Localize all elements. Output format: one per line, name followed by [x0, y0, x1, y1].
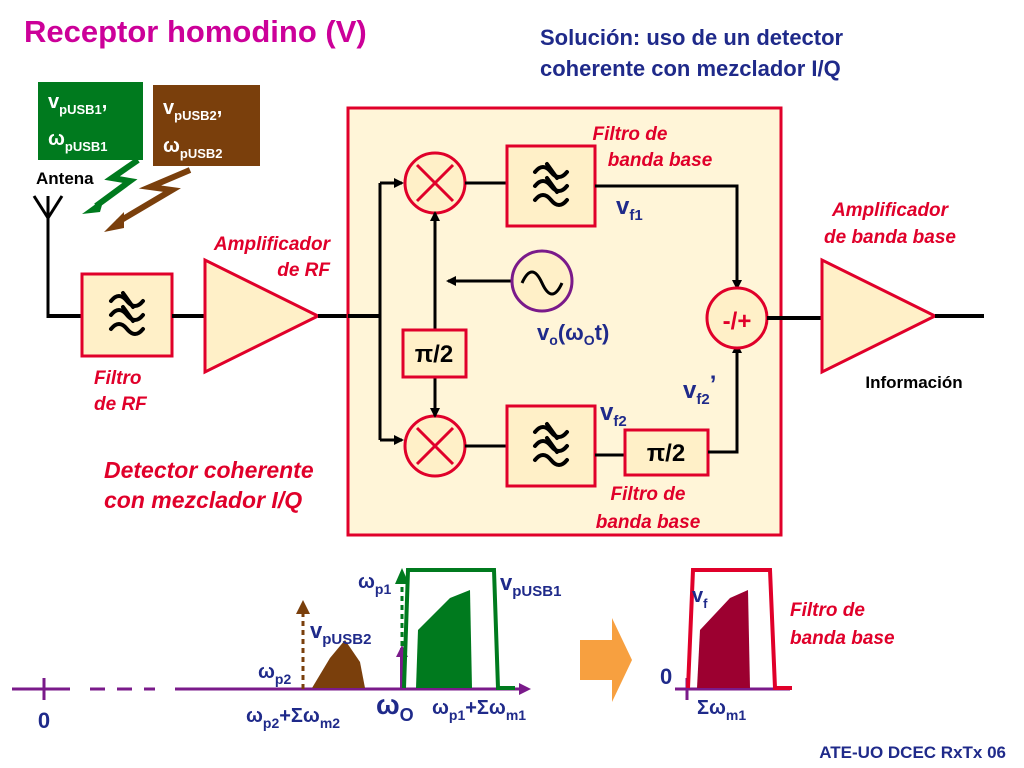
baseband-filter-top	[505, 144, 597, 228]
spectrum-bb-filter-label-1: Filtro de	[790, 600, 865, 621]
detector-label-1: Detector coherente	[104, 457, 314, 483]
signal-box-pusb2: vpUSB2, ωpUSB2	[153, 85, 260, 166]
wp1-sum-label: ωp1+Σωm1	[432, 697, 526, 723]
spectrum-left: 0 vpUSB2 ωp2 ωp2+Σωm2 ωO ωp1 vpUSB1 ωp1+…	[12, 568, 561, 733]
bb-amplifier-label-2: de banda base	[824, 227, 956, 248]
antena-label: Antena	[36, 169, 94, 188]
spectrum-band-pusb2	[312, 640, 365, 688]
wp2-sum-label: ωp2+Σωm2	[246, 705, 340, 731]
bb-filter-top-label-2: banda base	[608, 150, 713, 171]
wp1-label: ωp1	[358, 571, 391, 597]
antenna-icon	[32, 195, 64, 318]
phase-shift-label-right: π/2	[647, 440, 685, 467]
solution-line-2: coherente con mezclador I/Q	[540, 56, 841, 81]
bb-amplifier-label-1: Amplificador	[831, 200, 950, 221]
baseband-filter-bottom	[505, 404, 597, 488]
informacion-label: Información	[865, 373, 962, 392]
zero-left-label: 0	[38, 708, 50, 733]
svg-text:vpUSB2,: vpUSB2,	[163, 97, 222, 123]
rf-amplifier-label-2: de RF	[277, 260, 331, 281]
transform-arrow-icon	[580, 618, 632, 702]
rf-filter-label-1: Filtro	[94, 368, 142, 389]
phase-shift-block-left	[401, 328, 468, 379]
rf-filter-block	[80, 272, 174, 358]
detector-label-2: con mezclador I/Q	[104, 487, 302, 513]
spectrum-band-pusb1	[416, 590, 472, 688]
lightning-icon-brown	[104, 167, 192, 232]
baseband-amplifier-triangle	[820, 257, 939, 375]
spectrum-right: 0 vf Σωm1 Filtro de banda base	[660, 568, 895, 723]
mixer-icon-bottom	[403, 414, 467, 478]
spectrum-band-vf	[697, 590, 750, 688]
signal-box-pusb1: vpUSB1, ωpUSB1	[38, 82, 143, 160]
phase-shift-label-left: π/2	[415, 341, 453, 368]
zero-right-label: 0	[660, 664, 672, 689]
vpusb2-label: vpUSB2	[310, 618, 371, 648]
bb-filter-bottom-label-2: banda base	[596, 512, 701, 533]
summer-label: -/+	[723, 308, 752, 335]
bb-filter-top-label-1: Filtro de	[593, 124, 668, 145]
vo-label: vo(ωOt)	[537, 320, 609, 348]
solution-line-1: Solución: uso de un detector	[540, 25, 844, 50]
wo-label: ωO	[376, 689, 414, 725]
wp2-label: ωp2	[258, 661, 291, 687]
lightning-icon-green	[82, 157, 140, 214]
svg-text:ωpUSB1: ωpUSB1	[48, 128, 108, 154]
vf2-label: vf2	[600, 399, 627, 430]
oscillator-icon	[510, 249, 574, 313]
rf-amplifier-triangle	[203, 257, 322, 375]
svg-text:ωpUSB2: ωpUSB2	[163, 135, 223, 161]
vf-label: vf	[692, 585, 708, 611]
sum-wm1-label: Σωm1	[697, 697, 746, 723]
bb-filter-outline	[686, 568, 792, 690]
rf-filter-label-2: de RF	[94, 394, 148, 415]
mixer-icon-top	[403, 151, 467, 215]
phase-shift-block-right	[623, 428, 710, 477]
vf2-prime-label: vf2’	[683, 371, 716, 408]
bb-filter-bottom-label-1: Filtro de	[611, 484, 686, 505]
spectrum-filter-outline	[402, 568, 515, 690]
footer-label: ATE-UO DCEC RxTx 06	[819, 743, 1006, 762]
spectrum-bb-filter-label-2: banda base	[790, 628, 895, 649]
svg-text:vpUSB1,: vpUSB1,	[48, 91, 107, 117]
vf1-label: vf1	[616, 193, 643, 224]
vpusb1-label: vpUSB1	[500, 570, 561, 600]
page-title: Receptor homodino (V)	[24, 14, 367, 49]
rf-amplifier-label-1: Amplificador	[213, 234, 332, 255]
